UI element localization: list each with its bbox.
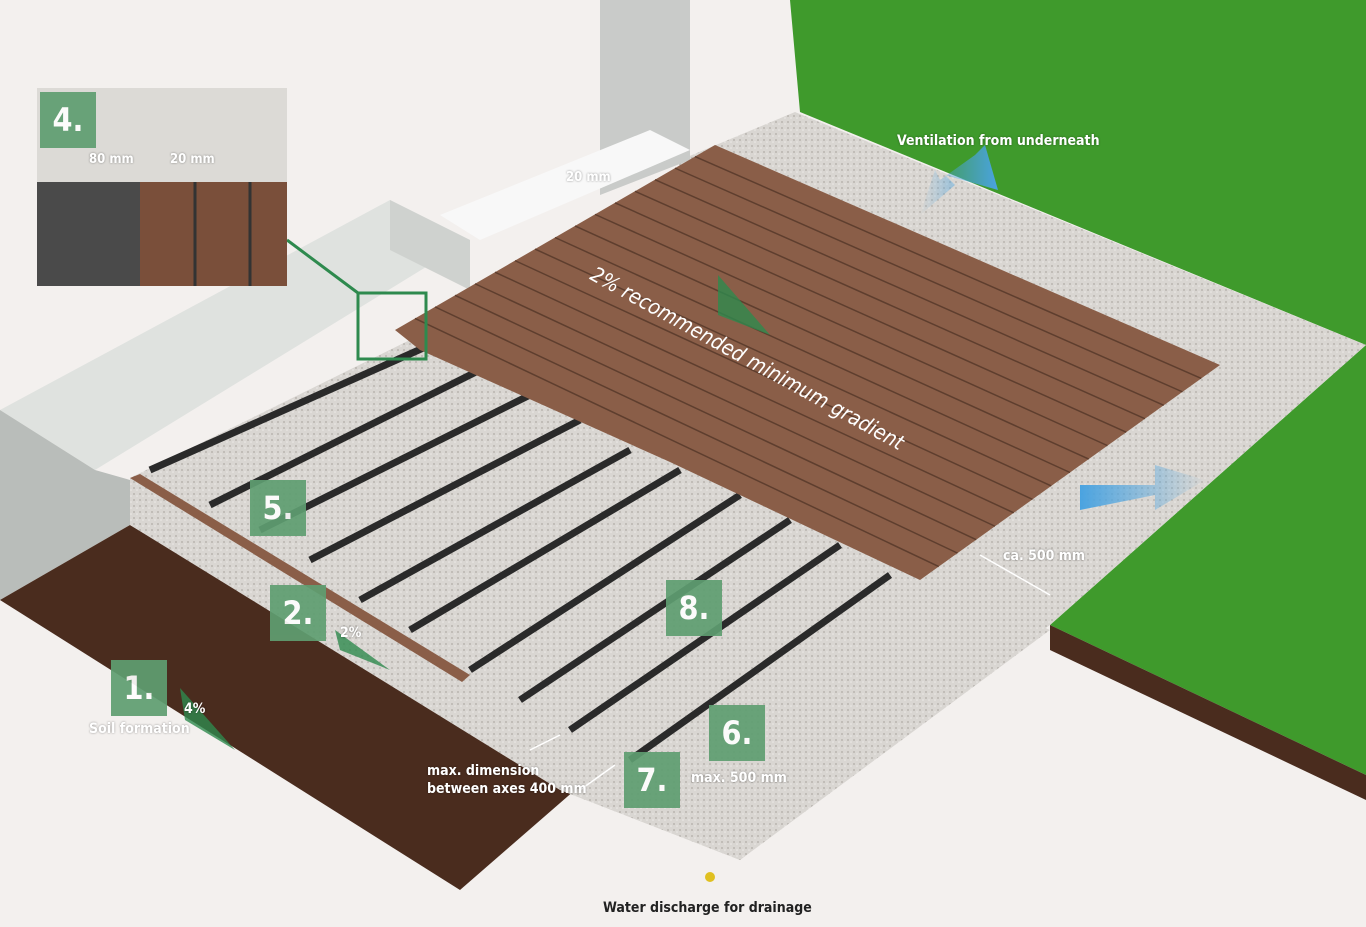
window-sill — [440, 130, 690, 240]
water-discharge-label: Water discharge for drainage — [603, 900, 812, 916]
board-gap — [634, 190, 1146, 420]
board-gap — [434, 306, 958, 554]
step-8-badge: 8. — [666, 580, 722, 636]
slope-marker-4 — [180, 688, 235, 750]
deck-boards — [395, 145, 1220, 580]
step-4-badge: 4. — [40, 92, 96, 148]
step-2-badge: 2. — [270, 585, 326, 641]
soil — [0, 525, 575, 890]
board-gap — [514, 259, 1033, 501]
wall-front — [0, 410, 130, 600]
ventilation-label: Ventilation from underneath — [897, 133, 1100, 149]
step-6-badge: 6. — [709, 705, 765, 761]
board-gap — [494, 271, 1015, 514]
board-gap — [554, 236, 1071, 474]
ventilation-arrow-top — [920, 145, 998, 215]
board-gap — [694, 155, 1202, 380]
slope-2-label: 2% — [340, 625, 362, 641]
ventilation-arrow-side — [1080, 465, 1205, 510]
step-7-badge: 7. — [624, 752, 680, 808]
board-gaps — [414, 155, 1202, 568]
board-gap — [414, 317, 940, 568]
gravel-base — [130, 335, 1050, 860]
step-5-badge: 5. — [250, 480, 306, 536]
max-dimension-label-line2: between axes 400 mm — [427, 781, 587, 797]
board-gap — [574, 225, 1090, 460]
board-gap — [474, 283, 996, 527]
max-dimension-label-line1: max. dimension — [427, 763, 540, 779]
ca-500-label: ca. 500 mm — [1003, 548, 1086, 564]
board-gap — [674, 167, 1183, 393]
board-gap — [614, 202, 1127, 433]
wall-top — [0, 200, 470, 470]
board-gap — [654, 179, 1165, 406]
detail-highlight — [356, 291, 428, 361]
board-gap — [454, 294, 977, 541]
slope-marker-2 — [335, 630, 390, 670]
inset-20mm-label: 20 mm — [170, 152, 215, 167]
drain-outlet — [705, 872, 715, 882]
max-500-label: max. 500 mm — [691, 770, 787, 786]
grass — [790, 0, 1366, 775]
step-1-badge: 1. — [111, 660, 167, 716]
gap-20mm-label: 20 mm — [566, 170, 611, 185]
inset-80mm-label: 80 mm — [89, 152, 134, 167]
slope-4-label: 4% — [184, 701, 206, 717]
soil-formation-label: Soil formation — [89, 721, 190, 737]
grass-soil-edge — [1050, 625, 1366, 800]
board-gap — [594, 213, 1108, 447]
edge-board — [130, 474, 470, 682]
board-gap — [534, 248, 1052, 487]
wall-end — [390, 200, 470, 290]
gradient-marker — [718, 275, 770, 335]
